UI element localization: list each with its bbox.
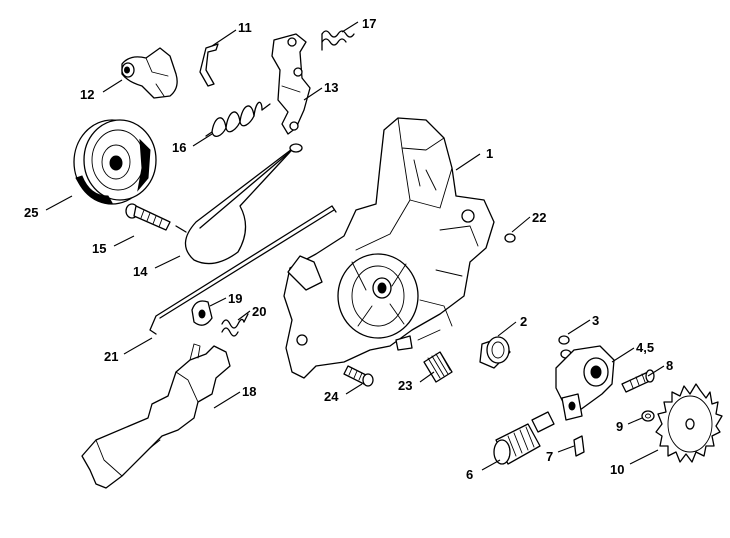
part-22-ring (504, 233, 516, 243)
label-25: 25 (24, 205, 38, 220)
part-19-clip (191, 300, 213, 326)
part-23-spring (423, 351, 453, 383)
label-10: 10 (610, 462, 624, 477)
label-14: 14 (133, 264, 148, 279)
part-10-gear (655, 383, 723, 463)
part-8-screw (621, 369, 655, 393)
part-12-lever (121, 47, 178, 99)
part-9-washer (641, 410, 655, 422)
part-13-brake-lever (271, 33, 311, 135)
part-16-spring (205, 101, 271, 137)
label-2: 2 (520, 314, 527, 329)
label-11: 11 (238, 20, 252, 35)
part-labels: 1 2 3 4,5 6 7 8 9 10 11 12 13 14 15 16 1… (24, 16, 673, 482)
label-23: 23 (398, 378, 412, 393)
part-18-hand-guard (81, 343, 231, 489)
label-21: 21 (104, 349, 118, 364)
part-1-housing (283, 117, 495, 379)
part-17-spring (321, 30, 355, 51)
part-24-screw (343, 365, 374, 387)
part-6-worm (493, 411, 555, 465)
label-1: 1 (486, 146, 493, 161)
part-20-spring (221, 313, 249, 337)
part-25-drum (73, 119, 157, 205)
label-16: 16 (172, 140, 186, 155)
part-11-bracket (199, 43, 219, 87)
part-2-bushing (479, 336, 511, 369)
label-24: 24 (324, 389, 339, 404)
part-4-5-pump (555, 345, 615, 421)
part-7-pin (573, 435, 585, 457)
label-19: 19 (228, 291, 242, 306)
label-7: 7 (546, 449, 553, 464)
leader-lines (45, 21, 665, 471)
part-21-rod (149, 205, 337, 335)
label-17: 17 (362, 16, 376, 31)
label-13: 13 (324, 80, 338, 95)
label-15: 15 (92, 241, 106, 256)
part-14-brake-band (175, 143, 303, 265)
label-3: 3 (592, 313, 599, 328)
label-8: 8 (666, 358, 673, 373)
label-6: 6 (466, 467, 473, 482)
label-4-5: 4,5 (636, 340, 654, 355)
label-12: 12 (80, 87, 94, 102)
label-18: 18 (242, 384, 256, 399)
label-22: 22 (532, 210, 546, 225)
part-15-screw (125, 203, 171, 231)
label-20: 20 (252, 304, 266, 319)
label-9: 9 (616, 419, 623, 434)
